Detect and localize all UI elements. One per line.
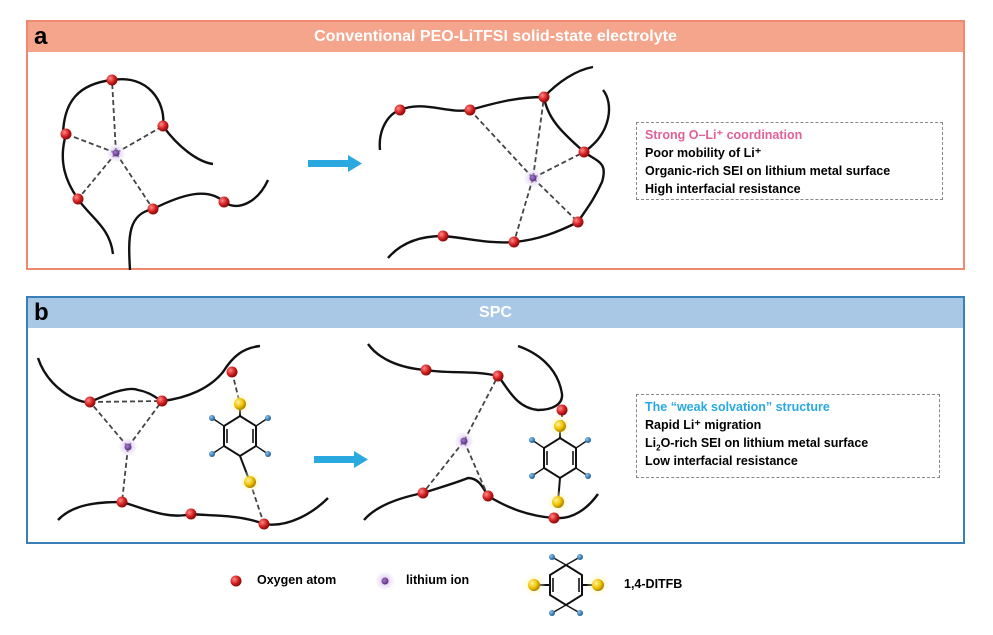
coordination-bonds-a-right bbox=[469, 96, 585, 243]
panel-b-title: SPC bbox=[479, 304, 512, 321]
panel-a: a Conventional PEO-LiTFSI solid-state el… bbox=[26, 20, 965, 271]
panel-a-letter: a bbox=[34, 23, 48, 50]
ditfb-molecule-b-left bbox=[209, 393, 271, 493]
legend-lithium-label: lithium ion bbox=[406, 573, 470, 587]
panel-a-diagram bbox=[60, 65, 611, 271]
oxygen-atoms-b-right bbox=[417, 364, 568, 524]
legend-oxygen-icon bbox=[230, 575, 242, 587]
oxygen-atoms-a-left bbox=[60, 74, 230, 215]
panel-a-title: Conventional PEO-LiTFSI solid-state elec… bbox=[314, 28, 677, 45]
legend-oxygen-label: Oxygen atom bbox=[257, 573, 337, 587]
panel-a-highlight: Strong O–Li⁺ coordination bbox=[645, 128, 803, 142]
panel-b-diagram bbox=[36, 343, 599, 530]
panel-b-highlight: The “weak solvation” structure bbox=[645, 400, 830, 414]
arrow-b bbox=[314, 451, 368, 468]
legend-ditfb-icon bbox=[523, 554, 609, 616]
panel-b-letter: b bbox=[34, 299, 49, 326]
oxygen-atoms-a-right bbox=[394, 91, 590, 248]
lithium-ion-a-left bbox=[107, 144, 125, 162]
ditfb-molecule-b-right bbox=[529, 415, 591, 513]
panel-a-header: a Conventional PEO-LiTFSI solid-state el… bbox=[28, 22, 963, 52]
panel-a-textbox: Strong O–Li⁺ coordination Poor mobility … bbox=[636, 122, 943, 200]
panel-b-line-2: Li2O-rich SEI on lithium metal surface bbox=[645, 436, 869, 453]
lithium-ion-b-left bbox=[119, 438, 137, 456]
legend-lithium-icon bbox=[376, 572, 394, 590]
panel-b-header: b SPC bbox=[28, 298, 963, 328]
panel-b-line-3: Low interfacial resistance bbox=[645, 454, 798, 468]
panel-b: b SPC bbox=[26, 296, 965, 544]
lithium-ion-b-right bbox=[455, 432, 473, 450]
oxygen-atoms-b-left bbox=[84, 366, 270, 530]
lithium-ion-a-right bbox=[524, 169, 542, 187]
panel-b-textbox: The “weak solvation” structure Rapid Li⁺… bbox=[636, 394, 940, 478]
panel-b-line-1: Rapid Li⁺ migration bbox=[645, 418, 762, 432]
arrow-a bbox=[308, 155, 362, 172]
panel-a-line-3: High interfacial resistance bbox=[645, 182, 801, 196]
legend-ditfb-label: 1,4-DITFB bbox=[624, 577, 683, 591]
panel-a-line-1: Poor mobility of Li⁺ bbox=[645, 146, 762, 160]
panel-a-line-2: Organic-rich SEI on lithium metal surfac… bbox=[645, 164, 891, 178]
